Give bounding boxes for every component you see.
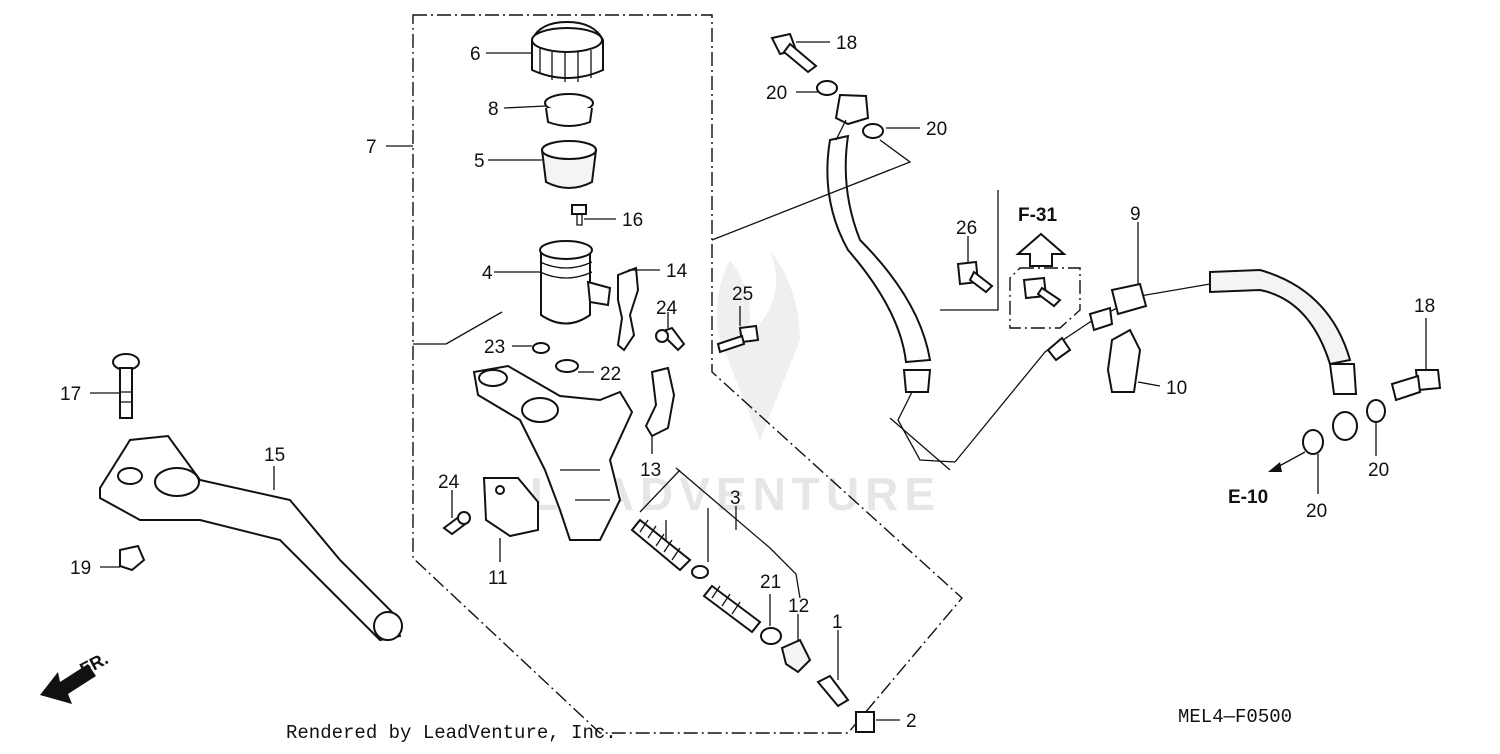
- ref-arrow-up: [1015, 232, 1067, 267]
- boot-12: [780, 638, 812, 674]
- callout-1: 1: [832, 612, 843, 633]
- bracket-line-26: [940, 190, 999, 311]
- footer-credit: Rendered by LeadVenture, Inc.: [286, 722, 617, 744]
- screw-16: [571, 204, 587, 226]
- leader-lines: [90, 41, 1427, 721]
- callout-25: 25: [732, 284, 753, 305]
- callout-17: 17: [60, 384, 81, 405]
- diaphragm: [540, 140, 598, 189]
- bracket-14: [616, 266, 640, 352]
- piston-spring-3: [630, 518, 762, 634]
- callout-22: 22: [600, 364, 621, 385]
- callouts: 6 8 5 7 16 4 14 24 23 22 13 24 11 3 21 1…: [60, 33, 1435, 732]
- callout-20-b: 20: [926, 119, 947, 140]
- reservoir-cap: [531, 20, 604, 82]
- callout-3: 3: [730, 488, 741, 509]
- hose-eyelet: [1332, 411, 1358, 441]
- callout-18-top: 18: [836, 33, 857, 54]
- o-ring-23: [532, 342, 550, 354]
- banjo-bolt-18-right: [1390, 369, 1442, 402]
- bolt-25: [716, 324, 760, 354]
- push-rod-1: [816, 674, 850, 708]
- clip-10: [1106, 328, 1142, 393]
- ref-label-f31: F-31: [1018, 205, 1058, 226]
- callout-5: 5: [474, 151, 485, 172]
- callout-11: 11: [488, 568, 508, 589]
- washer-20-b: [862, 123, 884, 139]
- bolt-26: [956, 260, 994, 294]
- pivot-bolt-17: [112, 353, 140, 419]
- pivot-nut-19: [119, 544, 146, 572]
- callout-9: 9: [1130, 204, 1141, 225]
- bolt-24-upper: [655, 326, 686, 352]
- callout-24-upper: 24: [656, 298, 678, 319]
- callout-13: 13: [640, 460, 661, 481]
- bolt-24-lower: [442, 511, 471, 536]
- callout-16: 16: [622, 210, 643, 231]
- ref-box-f31: [1009, 232, 1081, 329]
- assembly-outline: [412, 14, 963, 734]
- callout-24-lower: 24: [438, 472, 460, 493]
- callout-20-c: 20: [1368, 460, 1389, 481]
- ref-label-e10: E-10: [1228, 487, 1268, 508]
- washer-20-d: [1302, 429, 1324, 455]
- callout-6: 6: [470, 44, 481, 65]
- callout-2: 2: [906, 711, 917, 732]
- callout-20-a: 20: [766, 83, 787, 104]
- callout-14: 14: [666, 261, 688, 282]
- callout-12: 12: [788, 596, 809, 617]
- callout-15: 15: [264, 445, 285, 466]
- nut-2: [855, 711, 875, 733]
- callout-23: 23: [484, 337, 505, 358]
- holder-13: [644, 366, 676, 438]
- brake-hose: [826, 93, 956, 471]
- washer-21: [760, 627, 782, 645]
- diagram-code: MEL4—F0500: [1178, 706, 1292, 728]
- master-cylinder-body: [472, 364, 634, 541]
- callout-19: 19: [70, 558, 91, 579]
- callout-20-d: 20: [1306, 501, 1327, 522]
- callout-7: 7: [366, 137, 377, 158]
- grommet-9: [1110, 282, 1148, 316]
- callout-18-right: 18: [1414, 296, 1435, 317]
- callout-4: 4: [482, 263, 493, 284]
- diaphragm-plate: [544, 93, 594, 127]
- ref-arrow-e10-head: [1268, 462, 1282, 472]
- callout-8: 8: [488, 99, 499, 120]
- brake-switch-11: [482, 477, 539, 538]
- front-arrow-icon: FR.: [40, 648, 111, 704]
- callout-10: 10: [1166, 378, 1187, 399]
- washer-20-a: [816, 80, 838, 96]
- switch-cable-hose: [954, 268, 1358, 463]
- callout-21: 21: [760, 572, 781, 593]
- banjo-bolt-18-top: [770, 32, 818, 74]
- washer-20-c: [1366, 399, 1386, 423]
- o-ring-22: [555, 359, 579, 373]
- reservoir: [539, 240, 612, 325]
- callout-26: 26: [956, 218, 977, 239]
- brake-lever: [99, 434, 403, 642]
